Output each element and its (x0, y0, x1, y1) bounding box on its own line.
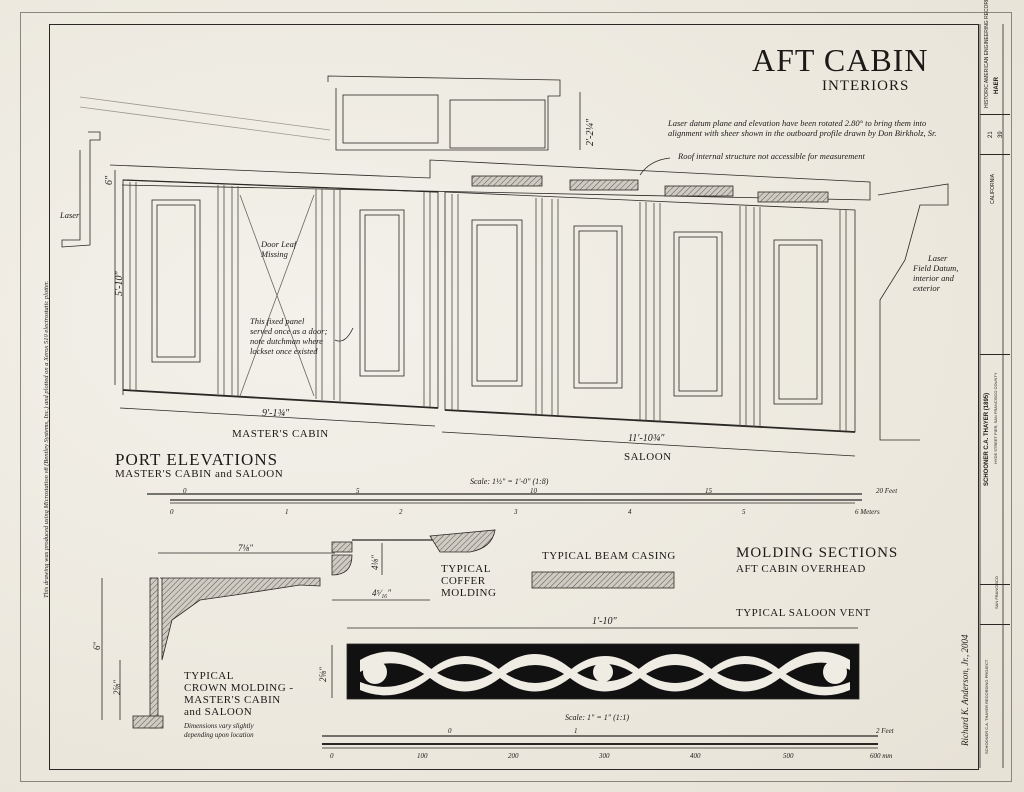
scale-1-1-label: Scale: 1" = 1" (1:1) (565, 713, 630, 722)
scale-tick: 600 mm (870, 752, 893, 760)
title-line: TYPICAL (184, 670, 234, 682)
masters-cabin-label: MASTER'S CABIN (232, 428, 329, 440)
tb-state: CALIFORNIA (990, 173, 996, 204)
masters-cabin-length-dim: 9'-1¾" (262, 408, 290, 419)
scale-tick: 1 (574, 727, 578, 735)
tb-divider (980, 354, 1010, 355)
dimensions-vary-note: Dimensions vary slightly depending upon … (184, 722, 254, 739)
vent-height-dim: 2⅝" (318, 666, 328, 682)
scale-tick: 2 (399, 508, 403, 516)
saloon-label: SALOON (624, 451, 672, 463)
scale-tick: 0 (448, 727, 452, 735)
scale-tick: 3 (514, 508, 518, 516)
vent-length-dim: 1'-10" (592, 616, 617, 627)
port-elevations-heading: PORT ELEVATIONS (115, 450, 279, 469)
tb-agency: HISTORIC AMERICAN ENGINEERING RECORD (984, 0, 990, 108)
tb-survey: HAER (994, 76, 1000, 94)
scale-tick: 15 (705, 487, 712, 495)
fixed-panel-note: This fixed panel served once as a door; … (250, 316, 328, 356)
door-leaf-note: Door Leaf Missing (261, 239, 297, 259)
crown-height-dim: 6" (92, 641, 102, 650)
laser-rotation-note: Laser datum plane and elevation have bee… (668, 118, 937, 138)
scale-tick: 2 Feet (876, 727, 894, 735)
title-block: HISTORIC AMERICAN ENGINEERING RECORD HAE… (960, 0, 1010, 768)
sheet-title: AFT CABIN (752, 42, 929, 78)
molding-sections-heading: MOLDING SECTIONS (736, 545, 899, 561)
tb-delineator: Richard K. Anderson, Jr., 2004 (960, 634, 970, 747)
tb-location: HYDE STREET PIER, SAN FRANCISCO COUNTY (993, 372, 998, 465)
coffer-height-dim: 4⅛" (370, 554, 380, 570)
beam-casing-title: TYPICAL BEAM CASING (542, 550, 676, 562)
scale-tick: 10 (530, 487, 537, 495)
tb-vessel: SCHOONER C.A. THAYER (1895) (984, 392, 990, 486)
skylight-height-dim: 2'-2¼" (585, 118, 596, 146)
tb-divider (980, 114, 1010, 115)
tb-divider (980, 584, 1010, 585)
title-line: and SALOON (184, 706, 253, 718)
tb-project: SCHOONER C.A. THAYER RECORDING PROJECT (984, 659, 989, 754)
scale-tick: 5 (742, 508, 746, 516)
crown-width-dim: 7⅛" (238, 543, 254, 553)
scale-tick: 6 Meters (855, 508, 880, 516)
roof-structure-note: Roof internal structure not accessible f… (678, 151, 865, 161)
scale-tick: 0 (330, 752, 334, 760)
scale-tick: 400 (690, 752, 701, 760)
cornice-dim: 6" (104, 175, 115, 185)
scale-tick: 4 (628, 508, 632, 516)
title-line: MOLDING (441, 587, 497, 599)
scale-tick: 100 (417, 752, 428, 760)
inner-border (49, 24, 979, 770)
scale-tick: 300 (599, 752, 610, 760)
crown-molding-title: TYPICAL CROWN MOLDING - MASTER'S CABIN a… (184, 670, 294, 718)
tb-divider (980, 154, 1010, 155)
coffer-molding-title: TYPICAL COFFER MOLDING (441, 563, 496, 599)
laser-right-note: Field Datum, interior and exterior (913, 263, 959, 293)
title-line: MASTER'S CABIN (184, 694, 281, 706)
outer-border (20, 12, 1012, 782)
saloon-length-dim: 11'-10¾" (628, 433, 665, 444)
title-line: CROWN MOLDING - (184, 682, 294, 694)
crown-lower-dim: 2⅝" (112, 679, 122, 695)
saloon-vent-title: TYPICAL SALOON VENT (736, 607, 871, 619)
wall-height-dim: 5'-10" (114, 271, 125, 296)
scale-1-8-label: Scale: 1½" = 1'-0" (1:8) (470, 477, 549, 486)
scale-tick: 0 (170, 508, 174, 516)
scale-tick: 1 (285, 508, 289, 516)
laser-left-note: Laser (60, 210, 80, 220)
scale-tick: 200 (508, 752, 519, 760)
title-line: TYPICAL (441, 563, 491, 575)
sheet-subtitle: INTERIORS (822, 78, 910, 94)
scale-tick: 20 Feet (876, 487, 898, 495)
tb-city: SAN FRANCISCO (994, 576, 999, 609)
port-elevations-subheading: MASTER'S CABIN and SALOON (115, 468, 284, 480)
molding-sections-subheading: AFT CABIN OVERHEAD (736, 563, 866, 575)
scale-tick: 500 (783, 752, 794, 760)
tb-sheet-num: 21 (988, 131, 994, 138)
scale-tick: 0 (183, 487, 187, 495)
tb-sheet-of: 39 (998, 131, 1004, 138)
title-line: COFFER (441, 575, 486, 587)
scale-tick: 5 (356, 487, 360, 495)
tb-divider (980, 624, 1010, 625)
laser-right-title: Laser (928, 253, 948, 263)
coffer-width-dim: 4⁵⁄₁₆" (372, 588, 392, 598)
